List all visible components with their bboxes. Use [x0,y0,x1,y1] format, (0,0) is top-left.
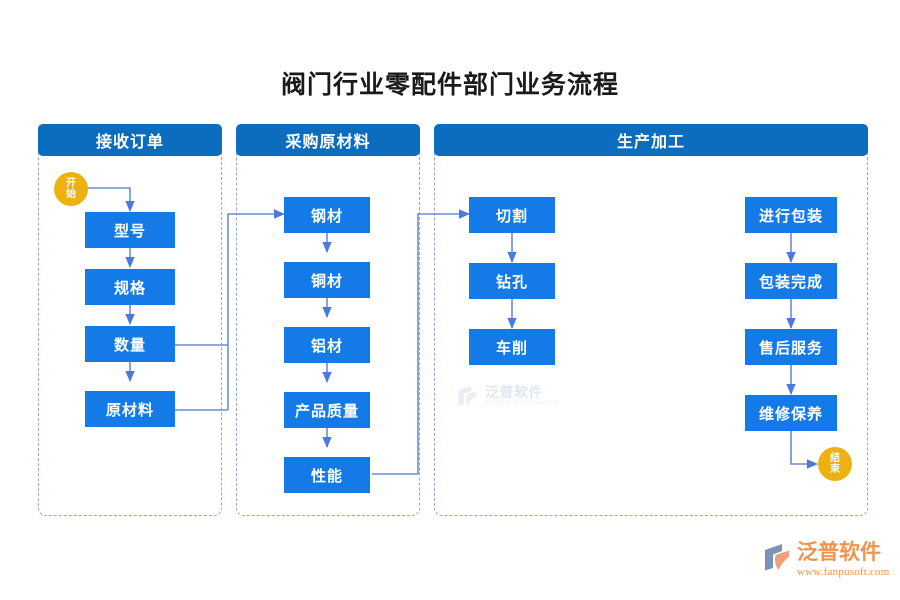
node-turning-label: 车削 [495,339,528,357]
node-drilling[interactable]: 钻孔 [469,263,555,299]
terminator-start[interactable]: 开 始 [54,172,88,206]
node-aluminum-label: 铝材 [310,337,343,355]
node-quantity[interactable]: 数量 [85,326,175,362]
logo-url-text: www.fanpusoft.com [797,566,890,578]
terminator-start-line2: 始 [66,189,76,200]
node-cutting[interactable]: 切割 [469,197,555,233]
node-copper-label: 铜材 [310,272,343,290]
node-spec-label: 规格 [113,279,146,297]
node-quantity-label: 数量 [113,336,146,354]
lane-header-receive-order-label: 接收订单 [95,134,164,151]
node-spec[interactable]: 规格 [85,269,175,305]
node-product-quality-label: 产品质量 [294,402,359,420]
node-raw-material[interactable]: 原材料 [85,391,175,427]
lane-header-receive-order[interactable]: 接收订单 [38,124,222,156]
node-model[interactable]: 型号 [85,212,175,248]
terminator-end-line2: 束 [830,464,840,475]
lane-header-purchase-material[interactable]: 采购原材料 [236,124,420,156]
node-product-quality[interactable]: 产品质量 [284,392,370,428]
node-maintenance-label: 维修保养 [758,405,823,423]
node-after-sales-label: 售后服务 [758,339,823,357]
node-packaging-label: 进行包装 [758,207,823,225]
lane-production-container [434,124,868,516]
node-cutting-label: 切割 [495,207,528,225]
node-performance-label: 性能 [310,467,343,485]
lane-header-production-label: 生产加工 [616,134,685,151]
terminator-start-line1: 开 [66,178,76,189]
node-aluminum[interactable]: 铝材 [284,327,370,363]
node-raw-material-label: 原材料 [105,401,154,419]
node-packaging[interactable]: 进行包装 [745,197,837,233]
node-maintenance[interactable]: 维修保养 [745,395,837,431]
node-after-sales[interactable]: 售后服务 [745,329,837,365]
node-packaging-done[interactable]: 包装完成 [745,263,837,299]
node-performance[interactable]: 性能 [284,457,370,493]
lane-header-purchase-material-label: 采购原材料 [285,134,371,151]
fanpu-logo: 泛普软件 www.fanpusoft.com [762,541,890,589]
fanpu-logo-icon [765,544,789,571]
node-drilling-label: 钻孔 [495,273,528,291]
terminator-end[interactable]: 结 束 [818,447,852,481]
node-model-label: 型号 [113,222,146,240]
logo-cn-text: 泛普软件 [797,541,881,564]
node-packaging-done-label: 包装完成 [758,273,823,291]
page-title: 阀门行业零配件部门业务流程 [280,71,619,99]
node-copper[interactable]: 铜材 [284,262,370,298]
terminator-end-line1: 结 [830,453,840,464]
lane-header-production[interactable]: 生产加工 [434,124,868,156]
node-steel-label: 钢材 [310,207,343,225]
node-steel[interactable]: 钢材 [284,197,370,233]
node-turning[interactable]: 车削 [469,329,555,365]
